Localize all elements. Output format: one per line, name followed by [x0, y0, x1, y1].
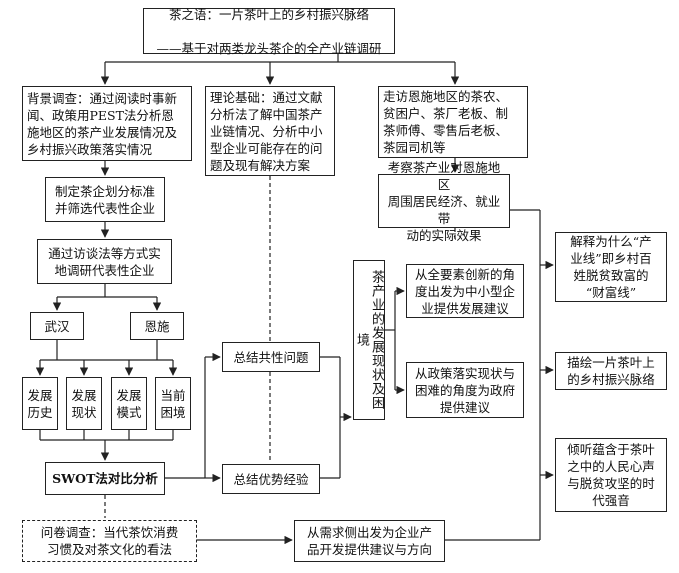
enshi-box: 恩施	[130, 312, 184, 340]
advantage-experience-box: 总结优势经验	[222, 464, 320, 494]
explain-wealth-line-box: 解释为什么“产 业线”即乡村百 姓脱贫致富的 “财富线”	[555, 232, 667, 302]
common-problems-box: 总结共性问题	[222, 342, 320, 372]
aspect-difficulty-box: 当前 困境	[155, 377, 191, 430]
wuhan-box: 武汉	[30, 312, 84, 340]
depict-revitalization-box: 描绘一片茶叶上 的乡村振兴脉络	[555, 352, 667, 390]
effect-investigation-box: 考察茶产业对恩施地区 周围居民经济、就业带 动的实际效果	[378, 160, 510, 243]
aspect-model-box: 发展 模式	[111, 377, 147, 430]
survey-box: 问卷调查：当代茶饮消费 习惯及对茶文化的看法	[22, 520, 197, 562]
background-research-box: 背景调查：通过阅读时事新 闻、政策用PEST法分析恩 施地区的茶产业发展情况及 …	[22, 86, 192, 161]
field-interview-box: 通过访谈法等方式实 地调研代表性企业	[37, 239, 172, 284]
aspect-status-box: 发展 现状	[66, 377, 102, 430]
title-box: 茶之语：一片茶叶上的乡村振兴脉络 ——基于对两类龙头茶企的全产业链调研	[143, 6, 395, 56]
advice-sme-box: 从全要素创新的角 度出发为中小型企 业提供发展建议	[406, 264, 524, 318]
title-line-2: ——基于对两类龙头茶企的全产业链调研	[156, 40, 382, 56]
aspect-history-box: 发展 历史	[22, 377, 58, 430]
listen-voices-box: 倾听蕴含于茶叶 之中的人民心声 与脱贫攻坚的时 代强音	[555, 438, 667, 512]
swot-analysis-box: SWOT法对比分析	[45, 462, 165, 495]
classify-companies-box: 制定茶企划分标准 并筛选代表性企业	[45, 177, 165, 222]
visit-stakeholders-box: 走访恩施地区的茶农、 贫困户、茶厂老板、制 茶师傅、零售后老板、 茶园司机等	[378, 86, 528, 158]
title-line-1: 茶之语：一片茶叶上的乡村振兴脉络	[168, 6, 369, 22]
demand-side-box: 从需求侧出发为企业产 品开发提供建议与方向	[294, 520, 445, 562]
theory-basis-box: 理论基础：通过文献 分析法了解中国茶产 业链情况、分析中小 型企业可能存在的问 …	[205, 86, 335, 176]
advice-government-box: 从政策落实现状与 困难的角度为政府 提供建议	[406, 362, 524, 418]
development-status-box: 茶产业的发展现状及困境	[353, 260, 385, 420]
